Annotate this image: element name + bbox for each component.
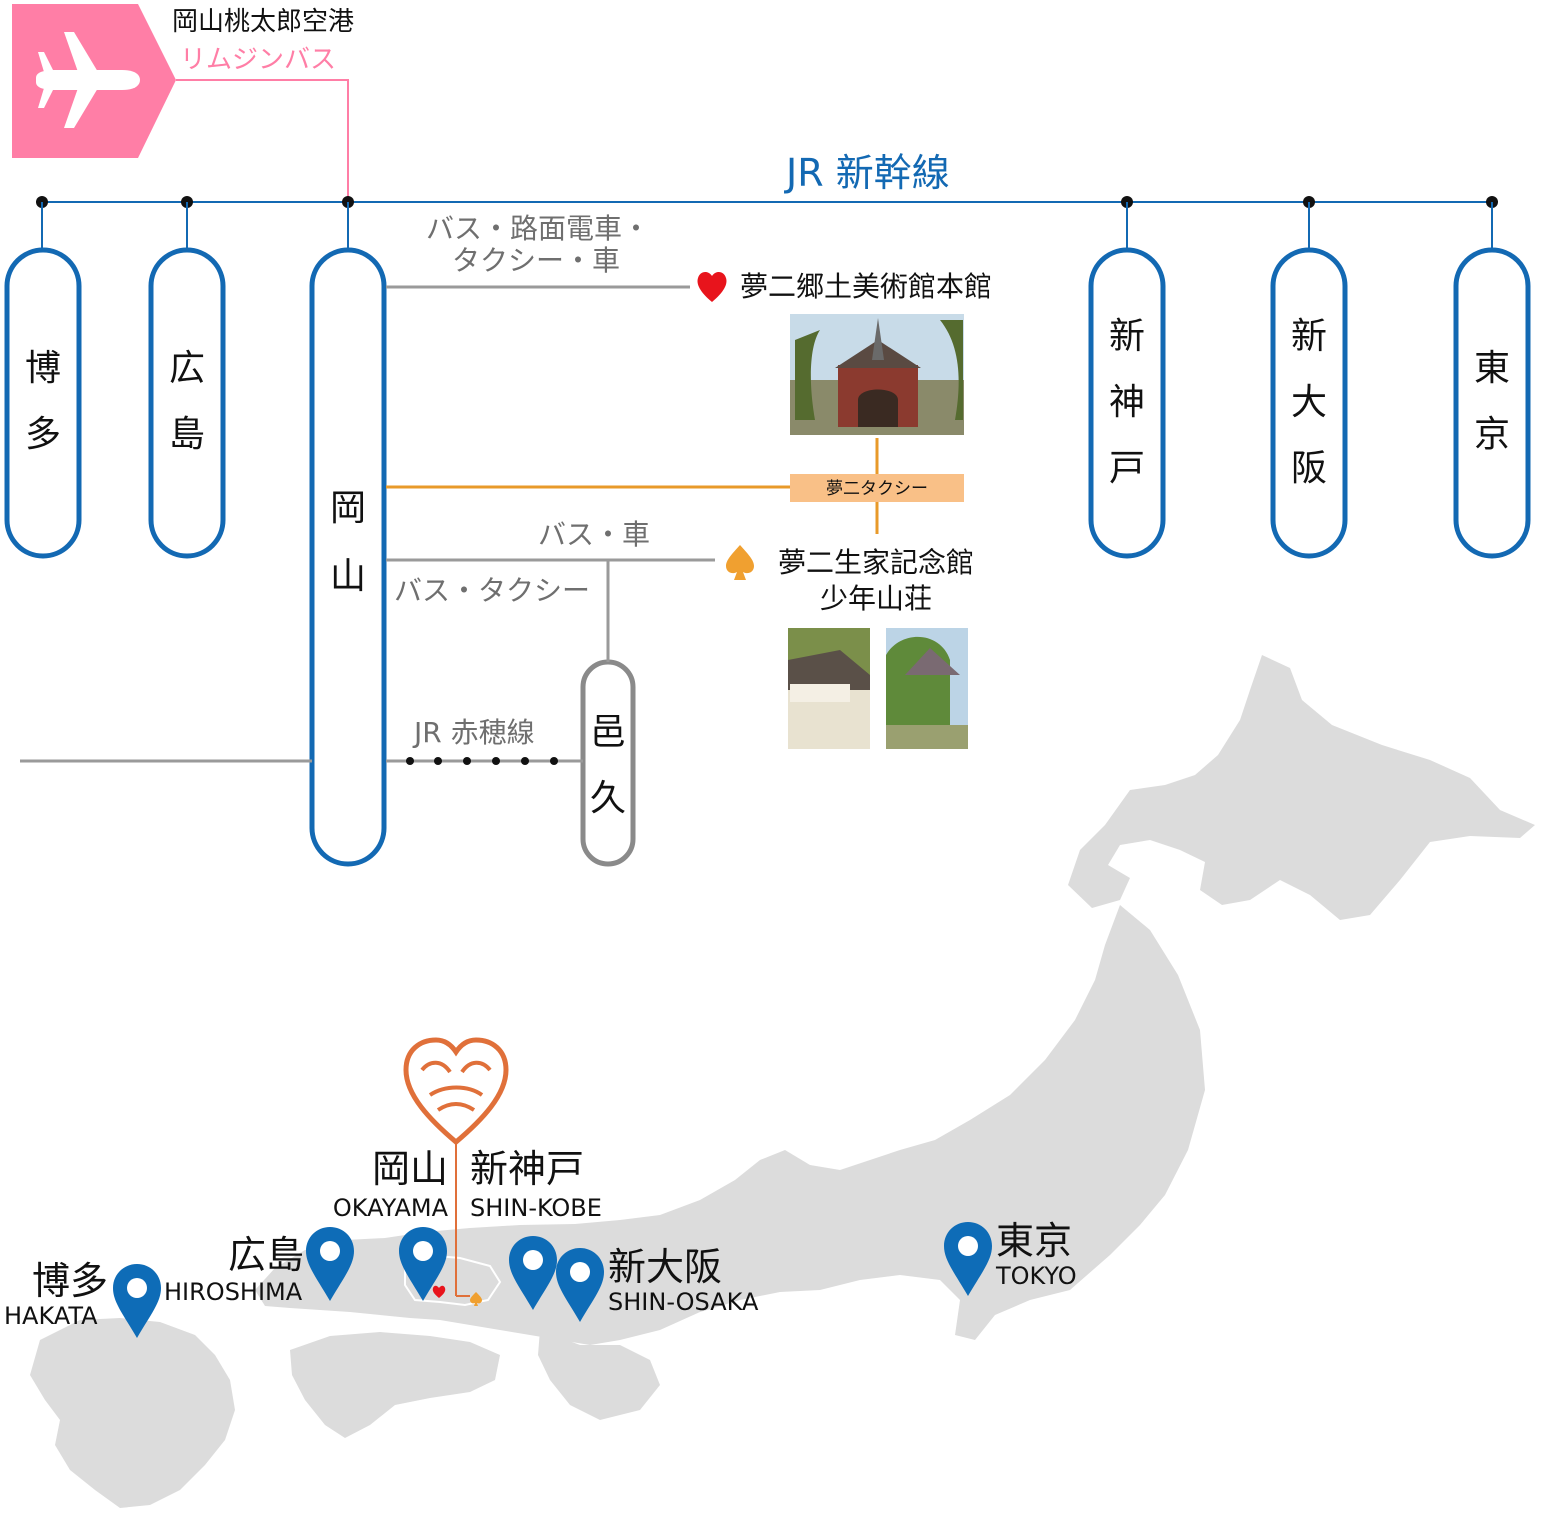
svg-text:戸: 戸 <box>1109 448 1145 489</box>
route-ako-line: JR 赤穂線 <box>20 716 583 765</box>
pin-shinkobe-icon <box>509 1236 557 1310</box>
airplane-icon <box>36 32 140 128</box>
shinkansen-stops <box>36 196 1498 250</box>
airport-name: 岡山桃太郎空港 <box>172 7 354 37</box>
svg-text:タクシー・車: タクシー・車 <box>452 244 620 277</box>
heart-icon <box>697 272 727 302</box>
svg-text:HAKATA: HAKATA <box>4 1302 98 1330</box>
birthplace-name-line2: 少年山荘 <box>820 582 932 615</box>
airport-block: 岡山桃太郎空港 リムジンバス <box>12 4 354 202</box>
svg-text:東: 東 <box>1474 348 1510 389</box>
pin-shinosaka-icon <box>556 1248 604 1322</box>
kii-shape <box>538 1330 660 1420</box>
map-label-hakata: 博多 HAKATA <box>4 1259 108 1330</box>
station-hakata: 博 多 <box>4 247 82 559</box>
svg-text:バス・タクシー: バス・タクシー <box>394 574 590 607</box>
shinkansen-line: JR 新幹線 <box>36 151 1498 250</box>
kyushu-shape <box>30 1318 235 1508</box>
svg-text:広: 広 <box>169 348 205 389</box>
svg-text:SHIN-OSAKA: SHIN-OSAKA <box>608 1288 759 1316</box>
svg-text:広島: 広島 <box>228 1233 304 1277</box>
pin-okayama-icon <box>399 1227 447 1301</box>
svg-text:邑: 邑 <box>590 712 626 753</box>
svg-text:多: 多 <box>25 414 61 455</box>
station-hiroshima: 広 島 <box>148 247 226 559</box>
svg-text:JR 赤穂線: JR 赤穂線 <box>412 716 535 749</box>
route-yumeji-taxi: 夢二タクシー <box>386 438 964 534</box>
route-to-museum: バス・路面電車・ タクシー・車 <box>386 212 690 289</box>
svg-text:OKAYAMA: OKAYAMA <box>333 1194 449 1222</box>
birthplace-name-line1: 夢二生家記念館 <box>778 546 974 579</box>
pin-tokyo-icon <box>944 1222 992 1296</box>
map-label-shinkobe: 新神戸 SHIN-KOBE <box>470 1147 602 1222</box>
map-label-hiroshima: 広島 HIROSHIMA <box>164 1233 304 1306</box>
svg-text:久: 久 <box>590 778 626 819</box>
map-label-shinosaka: 新大阪 SHIN-OSAKA <box>608 1245 759 1316</box>
spade-icon <box>726 545 754 580</box>
svg-text:東京: 東京 <box>996 1219 1072 1263</box>
museum-name: 夢二郷土美術館本館 <box>740 270 992 303</box>
svg-text:バス・路面電車・: バス・路面電車・ <box>426 212 650 245</box>
airport-connector <box>176 79 349 202</box>
museum-photo <box>790 314 964 435</box>
shinkansen-label: JR 新幹線 <box>784 151 950 195</box>
airport-transport-label: リムジンバス <box>180 45 336 75</box>
svg-text:岡山: 岡山 <box>372 1147 448 1191</box>
japan-map <box>30 655 1535 1508</box>
svg-text:阪: 阪 <box>1291 448 1327 489</box>
svg-text:SHIN-KOBE: SHIN-KOBE <box>470 1194 602 1222</box>
svg-text:山: 山 <box>330 556 366 597</box>
birthplace-photo-1 <box>788 628 870 749</box>
destination-museum: 夢二郷土美術館本館 <box>697 270 992 435</box>
svg-text:神: 神 <box>1109 382 1145 423</box>
yumeji-taxi-label: 夢二タクシー <box>826 479 928 499</box>
svg-text:大: 大 <box>1291 382 1327 423</box>
shikoku-shape <box>290 1332 500 1438</box>
svg-text:岡: 岡 <box>330 488 366 529</box>
svg-text:TOKYO: TOKYO <box>995 1262 1077 1290</box>
pin-hakata-icon <box>113 1264 161 1338</box>
station-tokyo: 東 京 <box>1453 247 1531 559</box>
svg-text:HIROSHIMA: HIROSHIMA <box>164 1278 303 1306</box>
map-heart-icon <box>432 1285 446 1298</box>
hokkaido-shape <box>1068 655 1535 920</box>
pin-hiroshima-icon <box>306 1227 354 1301</box>
okayama-area-outline <box>404 1253 502 1307</box>
destination-birthplace: 夢二生家記念館 少年山荘 <box>726 545 974 749</box>
station-shinkobe: 新 神 戸 <box>1088 247 1166 559</box>
svg-text:新: 新 <box>1291 316 1327 357</box>
map-pins <box>113 1222 992 1338</box>
svg-text:博多: 博多 <box>32 1259 108 1303</box>
svg-text:新: 新 <box>1109 316 1145 357</box>
svg-text:博: 博 <box>25 348 61 389</box>
map-label-okayama: 岡山 OKAYAMA <box>333 1147 449 1222</box>
svg-text:新大阪: 新大阪 <box>608 1245 722 1289</box>
svg-text:新神戸: 新神戸 <box>470 1147 584 1191</box>
yumeji-emblem <box>403 1037 509 1297</box>
svg-text:島: 島 <box>169 414 205 455</box>
route-to-birthplace: バス・車 バス・タクシー <box>386 518 715 662</box>
svg-text:バス・車: バス・車 <box>538 518 650 551</box>
map-label-tokyo: 東京 TOKYO <box>995 1219 1077 1290</box>
station-okayama: 岡 山 <box>309 247 387 867</box>
station-shinosaka: 新 大 阪 <box>1270 247 1348 559</box>
birthplace-photo-2 <box>886 628 968 749</box>
station-oku: 邑 久 <box>580 659 636 867</box>
svg-text:京: 京 <box>1474 414 1510 455</box>
map-spade-icon <box>470 1292 482 1306</box>
